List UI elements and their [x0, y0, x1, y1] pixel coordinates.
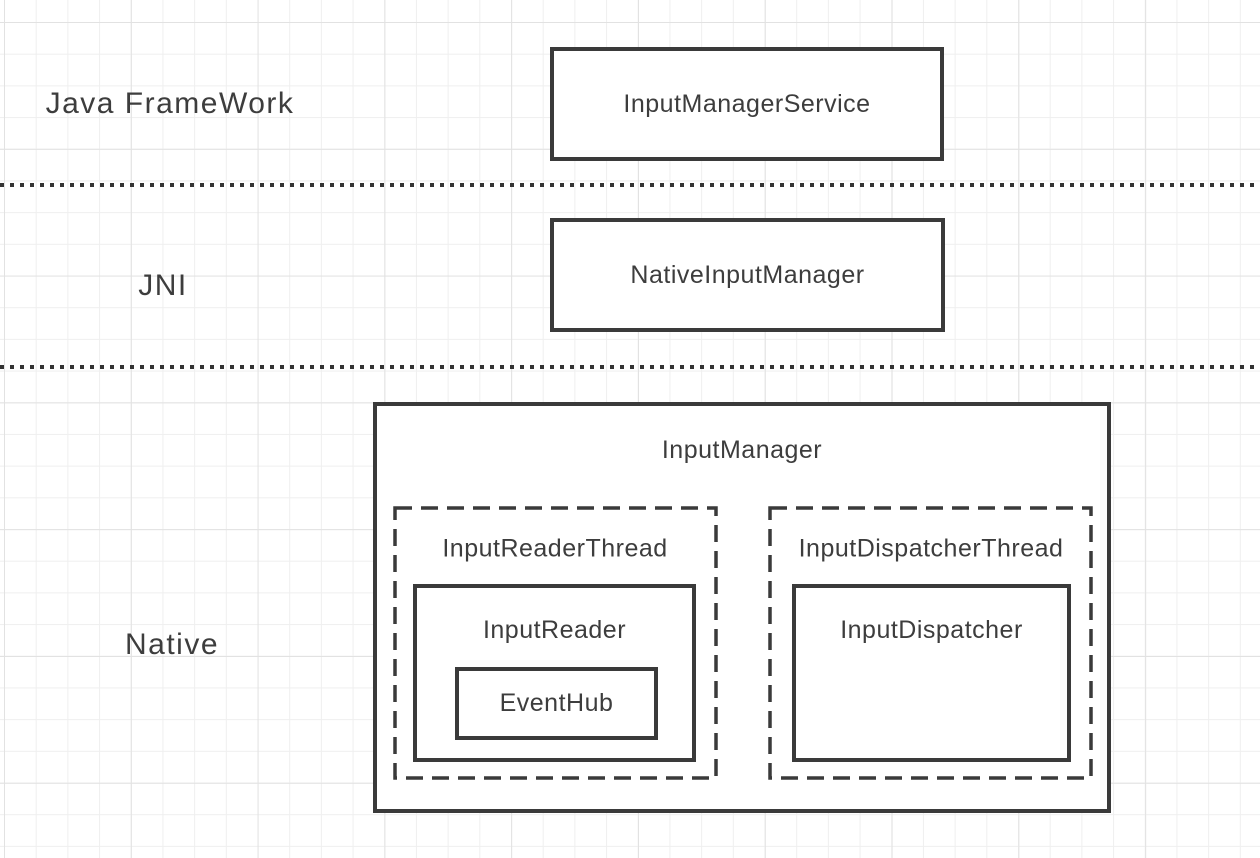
node-input-dispatcher-thread[interactable]: [768, 506, 1093, 780]
node-input-reader-thread[interactable]: [393, 506, 718, 780]
node-event-hub[interactable]: EventHub: [455, 667, 658, 740]
dashed-border: [393, 506, 718, 780]
node-label: InputReader: [482, 616, 627, 644]
node-input-manager-service[interactable]: InputManagerService: [550, 47, 944, 161]
layer-label-java-framework: Java FrameWork: [45, 87, 295, 120]
node-native-input-manager[interactable]: NativeInputManager: [550, 218, 945, 332]
dashed-border: [768, 506, 1093, 780]
node-label-input-dispatcher-thread: InputDispatcherThread: [798, 534, 1064, 563]
node-label: InputDispatcher: [840, 616, 1023, 644]
layer-label-native: Native: [124, 628, 220, 661]
layer-label-jni: JNI: [138, 269, 188, 302]
node-label: EventHub: [499, 689, 614, 717]
node-label: InputManager: [661, 436, 823, 464]
node-label: NativeInputManager: [630, 260, 865, 289]
node-input-dispatcher[interactable]: InputDispatcher: [792, 584, 1071, 762]
layer-separator-bottom: [0, 365, 1260, 369]
node-label: InputManagerService: [623, 89, 871, 118]
layer-separator-top: [0, 183, 1260, 187]
node-label-input-reader-thread: InputReaderThread: [442, 534, 668, 563]
